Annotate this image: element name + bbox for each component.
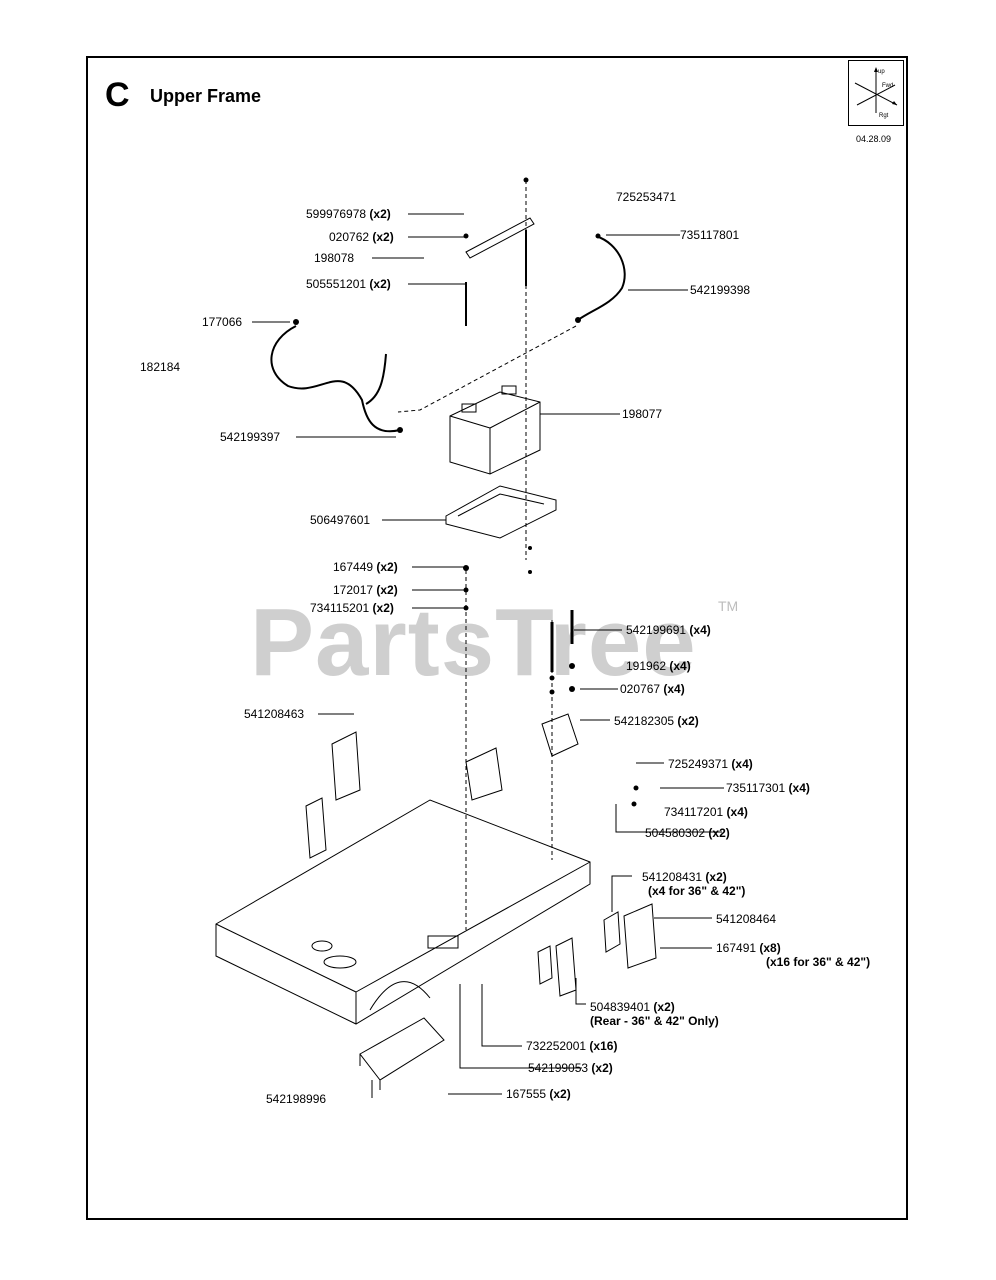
part-label-542182305: 542182305 (x2) xyxy=(614,714,699,728)
part-label-541208431: 541208431 (x2) xyxy=(642,870,727,884)
part-label-020767: 020767 (x4) xyxy=(620,682,685,696)
part-label-167449: 167449 (x2) xyxy=(333,560,398,574)
orient-label-fwd: Fwd xyxy=(882,83,893,89)
date-code: 04.28.09 xyxy=(856,134,892,144)
part-label-182184: 182184 xyxy=(140,360,181,374)
note-x16-36-42: (x16 for 36" & 42") xyxy=(766,955,871,969)
part-label-191962: 191962 (x4) xyxy=(626,659,691,673)
part-label-504580302: 504580302 (x2) xyxy=(645,826,730,840)
orientation-compass-icon: up Fwd Rgt xyxy=(848,60,904,126)
part-label-542198996: 542198996 xyxy=(266,1092,327,1106)
diagram-border xyxy=(86,56,908,1220)
part-label-732252001: 732252001 (x16) xyxy=(526,1039,618,1053)
orient-label-rgt: Rgt xyxy=(879,113,889,119)
part-label-542199397: 542199397 xyxy=(220,430,281,444)
part-label-542199053: 542199053 (x2) xyxy=(528,1061,613,1075)
part-label-735117301: 735117301 (x4) xyxy=(726,781,810,795)
part-label-504839401: 504839401 (x2) xyxy=(590,1000,675,1014)
part-label-177066: 177066 xyxy=(202,315,243,329)
part-label-599976978: 599976978 (x2) xyxy=(306,207,391,221)
part-label-541208464: 541208464 xyxy=(716,912,777,926)
part-label-735117801: 735117801 xyxy=(680,228,740,242)
part-label-542199691: 542199691 (x4) xyxy=(626,623,711,637)
watermark-trademark: TM xyxy=(718,598,739,614)
part-label-198078: 198078 xyxy=(314,251,355,265)
part-label-505551201: 505551201 (x2) xyxy=(306,277,391,291)
part-label-167491: 167491 (x8) xyxy=(716,941,781,955)
part-label-725253471: 725253471 xyxy=(616,190,677,204)
note-x4-36-42: (x4 for 36" & 42") xyxy=(648,884,746,898)
part-label-734117201: 734117201 (x4) xyxy=(664,805,748,819)
orient-label-up: up xyxy=(878,69,885,75)
part-label-198077: 198077 xyxy=(622,407,663,421)
part-label-020762: 020762 (x2) xyxy=(329,230,394,244)
part-label-734115201: 734115201 (x2) xyxy=(310,601,394,615)
section-letter: C xyxy=(105,76,130,114)
part-label-541208463: 541208463 xyxy=(244,707,305,721)
part-label-725249371: 725249371 (x4) xyxy=(668,757,753,771)
watermark-logo: PartsTree xyxy=(250,589,697,696)
part-label-506497601: 506497601 xyxy=(310,513,371,527)
section-title: Upper Frame xyxy=(150,86,262,106)
part-label-167555: 167555 (x2) xyxy=(506,1087,571,1101)
part-label-542199398: 542199398 xyxy=(690,283,751,297)
note-rear-36-42-only: (Rear - 36" & 42" Only) xyxy=(590,1014,719,1028)
part-label-172017: 172017 (x2) xyxy=(333,583,398,597)
